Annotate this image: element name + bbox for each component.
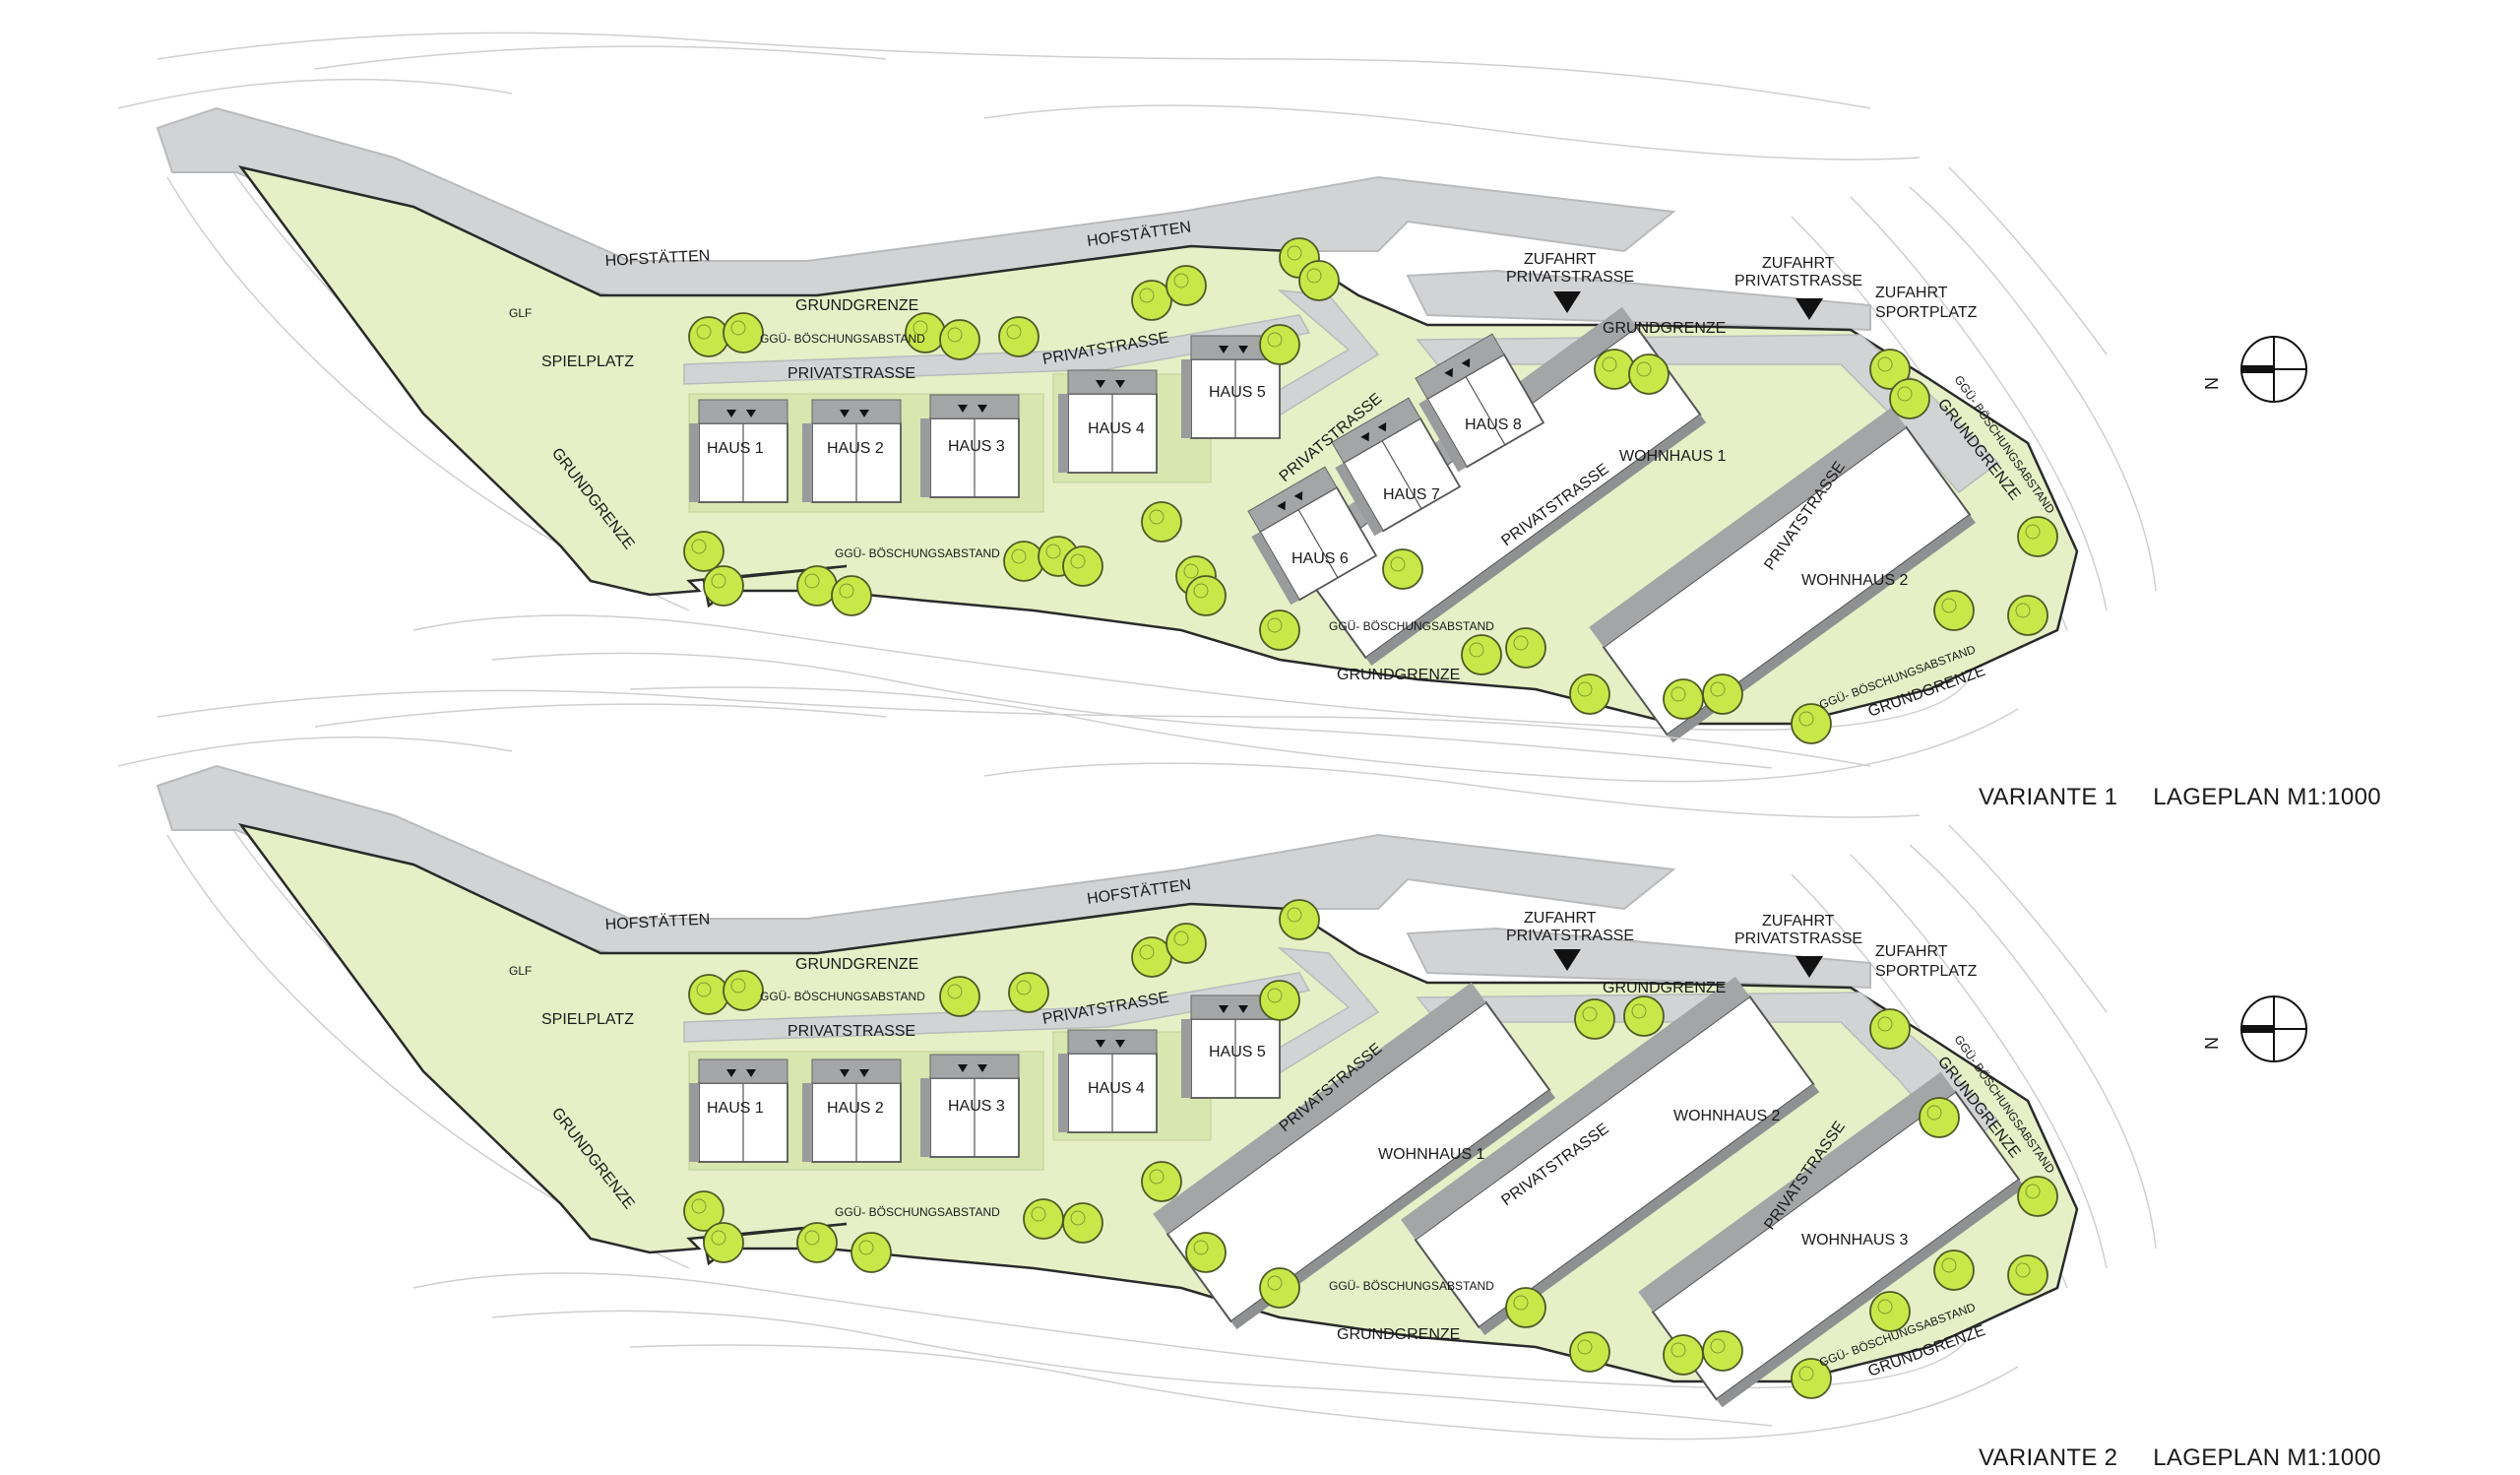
access-label: PRIVATSTRASSE (1734, 273, 1862, 289)
house-label: HAUS 5 (1209, 1044, 1266, 1060)
access-label: PRIVATSTRASSE (1506, 928, 1634, 944)
boundary-label: GRUNDGRENZE (795, 956, 918, 973)
variant-1-plan: HOFSTÄTTEN HOFSTÄTTEN ZUFAHRT PRIVATSTRA… (116, 32, 2307, 783)
ggu-label: GGÜ- BÖSCHUNGSABSTAND (760, 332, 925, 346)
wohnhaus-2-building (1401, 976, 1820, 1336)
street-label: HOFSTÄTTEN (604, 910, 710, 933)
boundary-label: GRUNDGRENZE (1603, 980, 1726, 996)
house-label: HAUS 5 (1209, 384, 1266, 401)
building-label: WOHNHAUS 1 (1619, 448, 1727, 465)
area-label: SPIELPLATZ (541, 1011, 634, 1028)
house-label: HAUS 2 (827, 1100, 884, 1117)
area-label: GLF (509, 964, 532, 978)
house-label: HAUS 3 (948, 438, 1005, 455)
street-label: HOFSTÄTTEN (604, 246, 710, 270)
access-label: PRIVATSTRASSE (1734, 930, 1862, 947)
north-label: N (2201, 377, 2221, 390)
building-label: WOHNHAUS 2 (1673, 1108, 1781, 1124)
ggu-label: GGÜ- BÖSCHUNGSABSTAND (835, 546, 1000, 560)
house-label: HAUS 2 (827, 440, 884, 457)
variant-1-scale: LAGEPLAN M1:1000 (2153, 784, 2381, 810)
wohnhaus-2-building (1589, 407, 1976, 743)
house-label: HAUS 6 (1292, 550, 1349, 567)
variant-2-plan: HOFSTÄTTEN HOFSTÄTTEN ZUFAHRT PRIVATSTRA… (116, 689, 2307, 1441)
variant-2-scale: LAGEPLAN M1:1000 (2153, 1444, 2381, 1471)
house-label: HAUS 4 (1088, 1080, 1145, 1097)
house-label: HAUS 1 (707, 1100, 764, 1117)
wohnhaus-1-building (1153, 982, 1556, 1330)
house-label: HAUS 8 (1465, 417, 1522, 433)
variant-2-caption: VARIANTE 2 LAGEPLAN M1:1000 (1979, 1444, 2417, 1472)
access-label: ZUFAHRT (1524, 251, 1597, 268)
access-label: PRIVATSTRASSE (1506, 269, 1634, 286)
boundary-label: GRUNDGRENZE (795, 297, 918, 314)
variant-2-name: VARIANTE 2 (1979, 1444, 2118, 1471)
access-label: ZUFAHRT (1875, 285, 1948, 301)
access-label: SPORTPLATZ (1875, 304, 1978, 321)
access-label: ZUFAHRT (1875, 943, 1948, 960)
north-arrow-icon (2240, 336, 2307, 403)
access-label: ZUFAHRT (1762, 255, 1835, 272)
variant-1-caption: VARIANTE 1 LAGEPLAN M1:1000 (1979, 784, 2417, 811)
house-label: HAUS 1 (707, 440, 764, 457)
area-label: SPIELPLATZ (541, 353, 634, 370)
area-label: GLF (509, 306, 532, 320)
house-label: HAUS 4 (1088, 420, 1145, 437)
boundary-label: GRUNDGRENZE (1603, 320, 1726, 337)
access-label: SPORTPLATZ (1875, 963, 1978, 980)
house-label: HAUS 7 (1383, 486, 1440, 503)
ggu-label: GGÜ- BÖSCHUNGSABSTAND (760, 990, 925, 1003)
building-label: WOHNHAUS 1 (1378, 1146, 1485, 1163)
boundary-label: GRUNDGRENZE (1337, 667, 1460, 683)
wohnhaus-3-building (1638, 1071, 2025, 1408)
access-label: ZUFAHRT (1524, 910, 1597, 927)
road-label: PRIVATSTRASSE (788, 1023, 915, 1040)
building-label: WOHNHAUS 2 (1801, 572, 1909, 589)
north-label: N (2201, 1037, 2221, 1050)
ggu-label: GGÜ- BÖSCHUNGSABSTAND (1329, 1279, 1494, 1293)
road-label: PRIVATSTRASSE (788, 365, 915, 382)
building-label: WOHNHAUS 3 (1801, 1232, 1909, 1249)
north-arrow-icon (2240, 995, 2307, 1062)
ggu-label: GGÜ- BÖSCHUNGSABSTAND (835, 1205, 1000, 1219)
ggu-label: GGÜ- BÖSCHUNGSABSTAND (1329, 619, 1494, 633)
access-label: ZUFAHRT (1762, 913, 1835, 930)
variant-1-name: VARIANTE 1 (1979, 784, 2118, 810)
boundary-label: GRUNDGRENZE (1337, 1326, 1460, 1343)
house-label: HAUS 3 (948, 1098, 1005, 1115)
